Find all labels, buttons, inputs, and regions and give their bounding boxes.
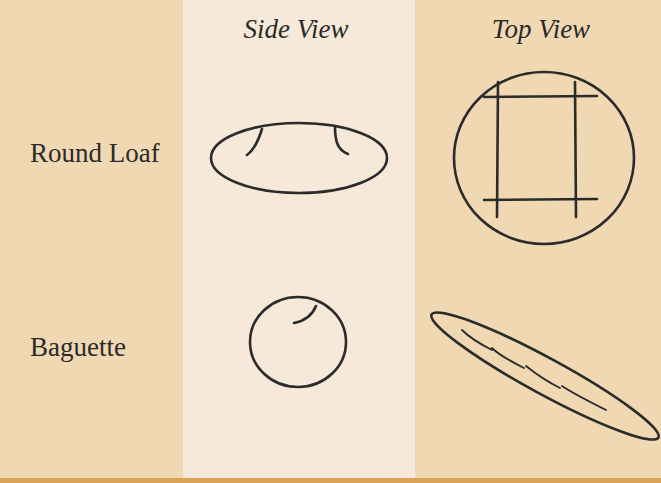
row-label: Round Loaf — [30, 138, 160, 169]
score-mark — [526, 366, 560, 388]
label-column — [0, 0, 183, 483]
baguette-side — [250, 297, 346, 387]
score-mark — [462, 330, 492, 350]
column-header: Side View — [243, 14, 348, 45]
side-view-column — [183, 0, 415, 483]
score-mark — [492, 348, 524, 368]
top-view-column — [415, 0, 661, 483]
baguette-top — [423, 299, 661, 454]
score-mark — [562, 386, 606, 410]
score-mark — [484, 199, 597, 200]
score-mark — [247, 129, 262, 155]
round-loaf-top — [454, 72, 634, 244]
score-mark — [484, 96, 597, 97]
row-label: Baguette — [30, 332, 126, 363]
score-mark — [497, 82, 498, 217]
score-mark — [575, 82, 576, 217]
round-loaf-side — [211, 123, 387, 193]
column-header: Top View — [492, 14, 590, 45]
score-mark — [294, 306, 316, 323]
score-mark — [335, 127, 348, 154]
bottom-rule — [0, 478, 661, 483]
